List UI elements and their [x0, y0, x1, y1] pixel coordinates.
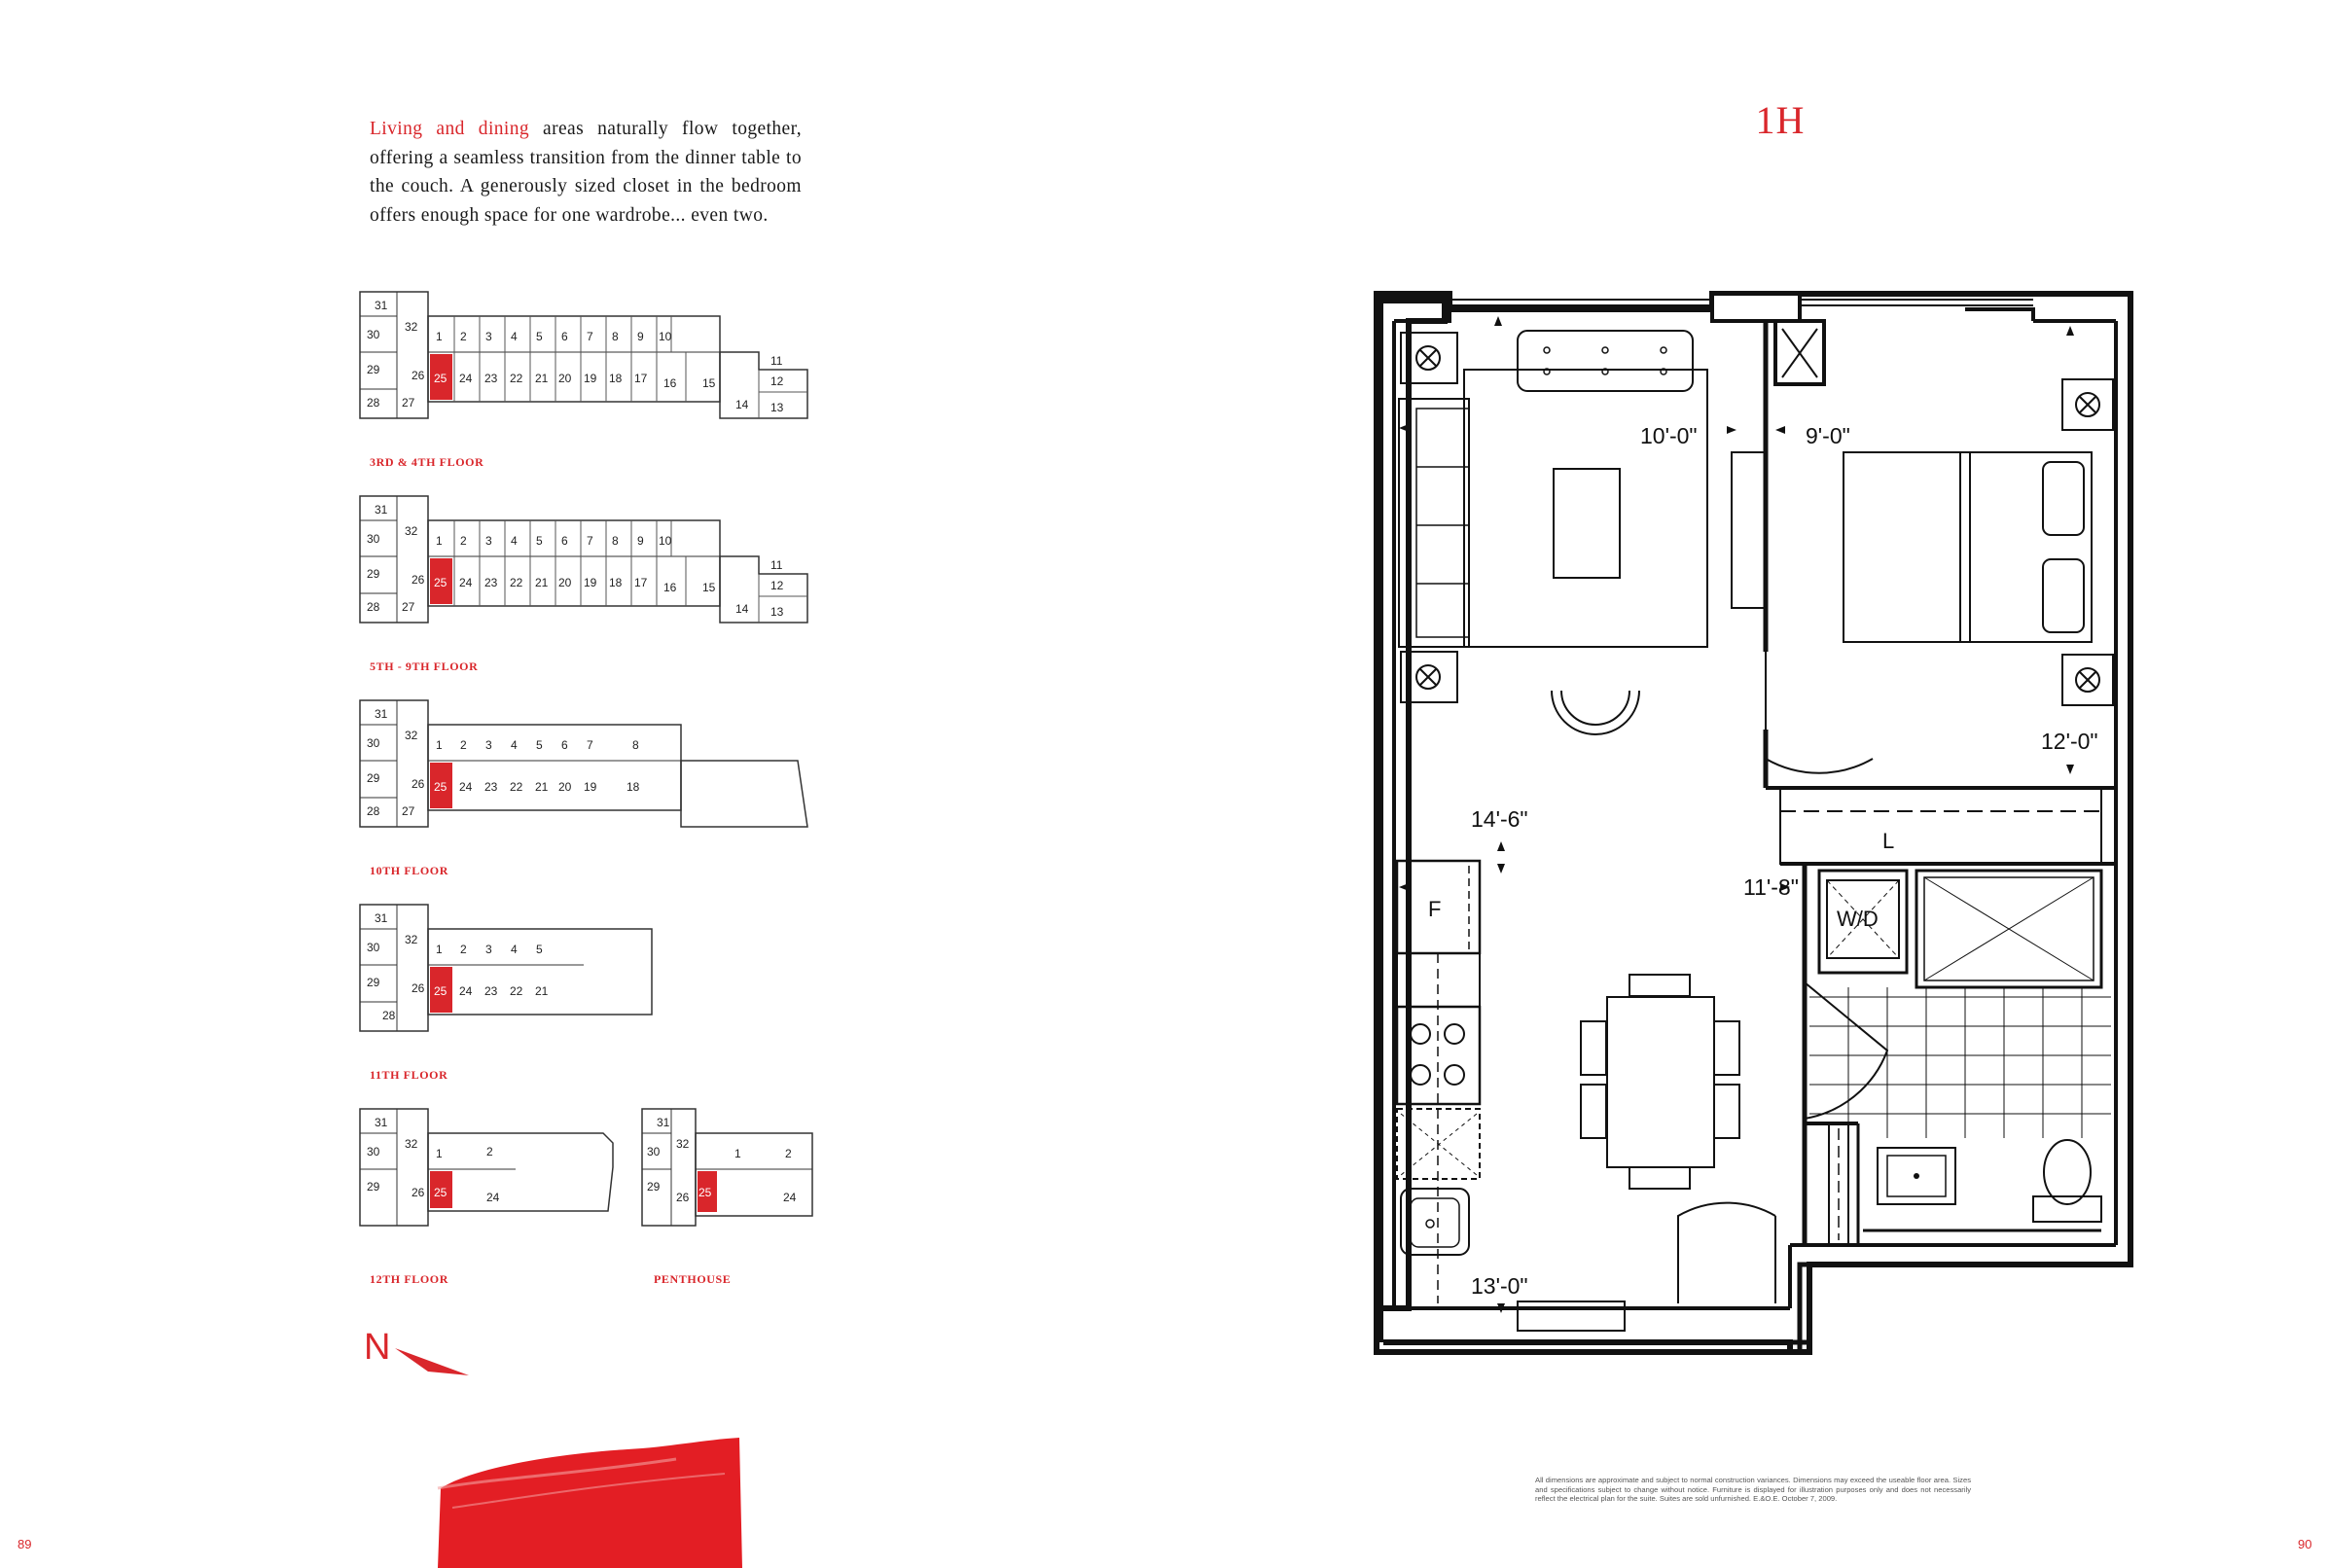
page-number-left: 89 [18, 1537, 32, 1551]
svg-text:23: 23 [484, 780, 498, 794]
key-plan-11th: 31 30 32 29 28 26 1 2 3 4 5 25 24 23 22 21 [359, 904, 653, 1032]
dim-bedroom-width: 9'-0" [1806, 423, 1850, 448]
dim-dining-width: 13'-0" [1471, 1273, 1528, 1299]
svg-text:3: 3 [485, 738, 492, 752]
svg-text:1: 1 [436, 738, 443, 752]
dim-bath-width: 11'-8" [1743, 874, 1799, 900]
svg-text:23: 23 [484, 984, 498, 998]
svg-text:29: 29 [367, 1180, 380, 1194]
svg-text:21: 21 [535, 984, 549, 998]
svg-text:6: 6 [561, 738, 568, 752]
dim-bedroom-length: 12'-0" [2041, 729, 2098, 754]
svg-text:26: 26 [412, 1186, 425, 1199]
north-arrow-icon [395, 1348, 469, 1375]
svg-text:31: 31 [375, 707, 388, 721]
floor-label-3rd-4th: 3RD & 4TH FLOOR [370, 455, 484, 469]
north-label: N [364, 1327, 391, 1368]
svg-text:7: 7 [587, 738, 593, 752]
svg-text:30: 30 [367, 736, 380, 750]
svg-text:3: 3 [485, 943, 492, 956]
label-fridge: F [1428, 897, 1441, 921]
svg-text:31: 31 [657, 1116, 670, 1129]
dim-living-length: 14'-6" [1471, 806, 1528, 832]
key-plan-penthouse: 31 30 32 29 26 1 2 25 24 [641, 1108, 813, 1227]
svg-text:32: 32 [405, 729, 418, 742]
suite-title: 1H [1755, 98, 1806, 142]
svg-text:28: 28 [367, 804, 380, 818]
label-linen: L [1882, 829, 1894, 853]
svg-text:25: 25 [434, 1186, 448, 1199]
svg-text:29: 29 [647, 1180, 661, 1194]
intro-paragraph: Living and dining areas naturally flow t… [370, 115, 802, 230]
disclaimer-text: All dimensions are approximate and subje… [1535, 1476, 1971, 1503]
svg-text:24: 24 [459, 984, 473, 998]
floor-plan: 10'-0" 9'-0" 12'-0" 14'-6" 11'-8" 13'-0"… [1374, 291, 2133, 1355]
svg-text:26: 26 [676, 1191, 690, 1204]
svg-text:30: 30 [647, 1145, 661, 1158]
svg-text:1: 1 [436, 943, 443, 956]
floor-label-12th: 12TH FLOOR [370, 1272, 449, 1286]
svg-text:20: 20 [558, 780, 572, 794]
key-plan-5th-9th [359, 495, 808, 624]
svg-text:30: 30 [367, 941, 380, 954]
svg-text:31: 31 [375, 1116, 388, 1129]
svg-text:32: 32 [676, 1137, 690, 1151]
svg-text:1: 1 [436, 1147, 443, 1160]
svg-text:2: 2 [460, 943, 467, 956]
svg-text:24: 24 [783, 1191, 797, 1204]
svg-text:29: 29 [367, 976, 380, 989]
svg-text:8: 8 [632, 738, 639, 752]
key-plan-3rd-4th [359, 291, 808, 419]
floor-label-5th-9th: 5TH - 9TH FLOOR [370, 659, 479, 673]
svg-text:27: 27 [402, 804, 415, 818]
key-plans: 31 30 32 29 28 27 26 1 2 3 4 5 6 7 8 9 1… [359, 291, 813, 1227]
svg-text:31: 31 [375, 911, 388, 925]
svg-text:26: 26 [412, 777, 425, 791]
brush-stroke-graphic [437, 1438, 742, 1568]
svg-text:32: 32 [405, 933, 418, 946]
svg-text:5: 5 [536, 738, 543, 752]
svg-text:28: 28 [382, 1009, 396, 1022]
svg-text:4: 4 [511, 738, 518, 752]
key-plan-10th: 31 30 32 29 28 27 26 1 2 3 4 5 6 7 8 25 24 23 22… [359, 699, 808, 828]
svg-text:29: 29 [367, 771, 380, 785]
svg-text:26: 26 [412, 981, 425, 995]
floor-label-penthouse: PENTHOUSE [654, 1272, 732, 1286]
svg-text:4: 4 [511, 943, 518, 956]
svg-text:19: 19 [584, 780, 597, 794]
svg-text:24: 24 [486, 1191, 500, 1204]
svg-text:30: 30 [367, 1145, 380, 1158]
svg-text:2: 2 [486, 1145, 493, 1158]
svg-text:18: 18 [626, 780, 640, 794]
svg-text:22: 22 [510, 780, 523, 794]
intro-lead: Living and dining [370, 119, 530, 139]
svg-text:25: 25 [698, 1186, 712, 1199]
svg-text:32: 32 [405, 1137, 418, 1151]
label-washer-dryer: W/D [1837, 907, 1879, 931]
dim-living-width: 10'-0" [1640, 423, 1698, 448]
svg-text:21: 21 [535, 780, 549, 794]
svg-text:22: 22 [510, 984, 523, 998]
floor-label-10th: 10TH FLOOR [370, 864, 449, 877]
svg-text:2: 2 [785, 1147, 792, 1160]
intro-body: areas naturally flow together, offering … [370, 119, 802, 226]
svg-text:24: 24 [459, 780, 473, 794]
svg-text:25: 25 [434, 984, 448, 998]
svg-text:5: 5 [536, 943, 543, 956]
key-plan-12th: 31 30 32 29 26 1 2 25 24 [359, 1108, 614, 1227]
svg-text:1: 1 [734, 1147, 741, 1160]
floor-label-11th: 11TH FLOOR [370, 1068, 448, 1082]
svg-text:25: 25 [434, 780, 448, 794]
page-number-right: 90 [2298, 1537, 2312, 1551]
svg-text:2: 2 [460, 738, 467, 752]
